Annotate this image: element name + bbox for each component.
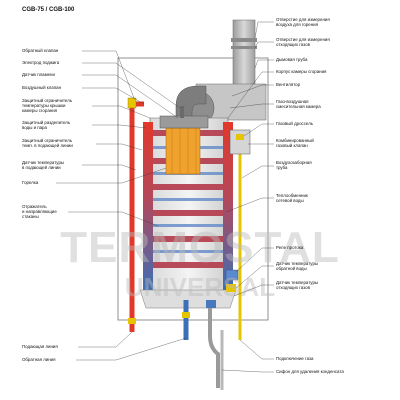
label-fan: Вентилятор <box>276 82 301 87</box>
page-title: CGB-75 / CGB-100 <box>22 7 75 13</box>
label-check-valve: Обратный клапан <box>22 48 59 53</box>
watermark-line-1: TERMOSTAL <box>60 223 340 272</box>
label-gas-connection: Подключение газа <box>276 356 314 361</box>
burner-electrode <box>180 106 184 118</box>
return-temp-sensor <box>226 284 236 292</box>
label-condensate-siphon: Сифон для удаления конденсата <box>276 369 344 374</box>
flow-sensor <box>225 269 239 281</box>
burner <box>165 127 201 175</box>
combined-gas-valve <box>229 129 251 155</box>
label-flow-sensor: Реле протока <box>276 245 304 250</box>
label-ignition-electrode: Электрод поджига <box>22 60 60 65</box>
boiler-housing <box>117 57 269 321</box>
label-gas-throttle: Газовый дроссель <box>276 121 314 126</box>
condensate-siphon <box>208 306 220 388</box>
label-supply-line: Подающая линия <box>22 344 58 349</box>
check-valve <box>127 97 137 109</box>
label-return-line: Обратная линия <box>22 357 56 362</box>
watermark-line-2: UNIVERSAL <box>125 272 275 302</box>
label-combustion-chamber-housing: Корпус камеры сгорания <box>276 69 327 74</box>
label-flue-pipe: Дымовая труба <box>276 57 308 62</box>
label-air-valve: Воздушный клапан <box>22 85 61 90</box>
label-burner: Горелка <box>22 180 39 185</box>
label-flame-sensor: Датчик пламени <box>22 72 55 77</box>
